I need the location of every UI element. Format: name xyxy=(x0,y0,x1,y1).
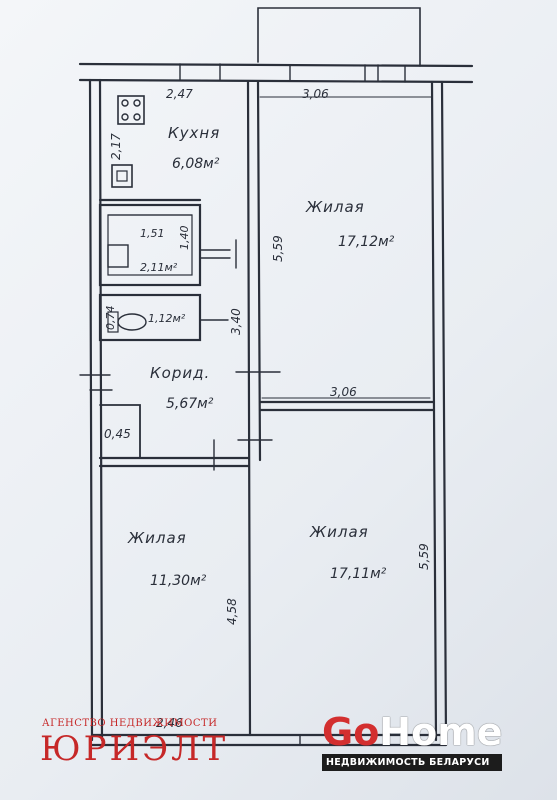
gohome-logo-go: Go xyxy=(322,710,380,754)
room-kitchen-area: 6,08м² xyxy=(172,156,220,172)
dim-mid-width: 3,06 xyxy=(330,385,357,399)
outer-wall-top-inner xyxy=(78,78,474,84)
stove-burner-4 xyxy=(133,113,141,121)
stove-burner-3 xyxy=(121,113,129,121)
agency-watermark-subtitle: АГЕНСТВО НЕДВИЖИМОСТИ xyxy=(42,718,218,729)
stove-icon xyxy=(117,95,145,125)
dim-left-room-height: 4,58 xyxy=(225,598,239,625)
sink-inner xyxy=(116,170,128,182)
toilet-bowl-icon xyxy=(117,313,147,331)
wall-center-vertical-2 xyxy=(256,80,262,462)
outer-wall-right-outer xyxy=(440,80,448,742)
room-living-bottom-right-name: Жилая xyxy=(309,523,369,541)
toilet-walls xyxy=(98,293,202,342)
dim-bath-height: 1,40 xyxy=(178,226,191,251)
room-bath-area: 2,11м² xyxy=(140,261,178,274)
outer-wall-top xyxy=(78,62,474,68)
gohome-tagline: НЕДВИЖИМОСТЬ БЕЛАРУСИ xyxy=(322,754,502,771)
room-corridor-area: 5,67м² xyxy=(166,396,214,412)
toilet-tank-icon xyxy=(107,311,119,333)
stove-burner-1 xyxy=(121,99,129,107)
room-kitchen-name: Кухня xyxy=(168,124,220,142)
dim-top-room-width: 3,06 xyxy=(302,87,329,101)
agency-watermark-title: ЮРИЭЛТ xyxy=(40,729,229,769)
dim-toilet-height: 0,74 xyxy=(104,306,117,331)
agency-watermark: АГЕНСТВО НЕДВИЖИМОСТИ ЮРИЭЛТ xyxy=(40,718,240,769)
room-living-bottom-left-name: Жилая xyxy=(127,529,187,547)
sink-icon xyxy=(111,164,133,188)
room-corridor-name: Корид. xyxy=(150,364,210,382)
bath-sink-icon xyxy=(107,244,129,268)
gohome-logo: GoHome xyxy=(322,710,512,754)
dim-bottom-width: 2,46 xyxy=(156,716,183,730)
room-living-top-area: 17,12м² xyxy=(338,234,395,250)
room-living-bottom-right-area: 17,11м² xyxy=(330,566,387,582)
closet-walls xyxy=(99,404,141,459)
dim-kitchen-width: 2,47 xyxy=(166,87,193,101)
gohome-watermark: GoHome НЕДВИЖИМОСТЬ БЕЛАРУСИ xyxy=(322,710,512,771)
room-living-bottom-left-area: 11,30м² xyxy=(150,573,207,589)
bathroom-walls xyxy=(98,203,202,287)
dim-right-height: 5,59 xyxy=(417,543,431,570)
gohome-logo-home: Home xyxy=(379,710,503,754)
dim-top-room-height: 5,59 xyxy=(271,235,285,262)
balcony-outline xyxy=(257,7,421,67)
stove-burner-2 xyxy=(133,99,141,107)
dim-bath-width: 1,51 xyxy=(140,227,165,240)
room-toilet-area: 1,12м² xyxy=(148,312,186,325)
wall-center-vertical xyxy=(246,80,252,737)
room-living-top-name: Жилая xyxy=(305,198,365,216)
dim-kitchen-height: 2,17 xyxy=(109,133,123,160)
outer-wall-left xyxy=(88,78,94,742)
dim-corridor-height: 3,40 xyxy=(229,308,243,335)
dim-closet-width: 0,45 xyxy=(104,427,131,441)
outer-wall-left-inner xyxy=(98,78,104,742)
